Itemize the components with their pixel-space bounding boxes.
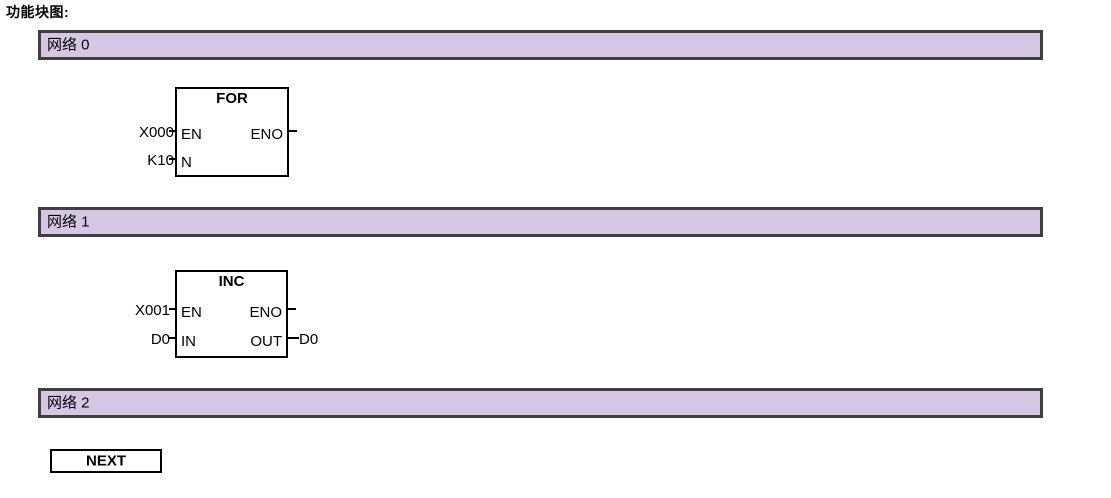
function-block-inc[interactable]: INC EN IN ENO OUT — [175, 270, 288, 358]
function-block-for-title: FOR — [216, 90, 248, 107]
pin-for-en: EN — [181, 126, 202, 143]
pin-for-eno: ENO — [250, 126, 283, 143]
operand-for-en[interactable]: X000 — [138, 124, 174, 141]
pin-for-n: N — [181, 154, 192, 171]
wire-stub-for-eno — [287, 130, 297, 132]
wire-stub-inc-eno — [286, 308, 296, 310]
operand-inc-in[interactable]: D0 — [150, 331, 170, 348]
function-block-inc-title: INC — [218, 273, 245, 290]
pin-inc-en: EN — [181, 304, 202, 321]
page-title: 功能块图: — [6, 4, 70, 20]
pin-inc-in: IN — [181, 333, 196, 350]
wire-stub-inc-en — [169, 308, 177, 310]
function-block-for[interactable]: FOR EN N ENO — [175, 87, 289, 177]
wire-stub-for-en — [169, 130, 177, 132]
network-header-bar-2[interactable]: 网络 2 — [38, 388, 1043, 418]
pin-inc-out: OUT — [250, 333, 282, 350]
operand-inc-out[interactable]: D0 — [299, 331, 319, 348]
pin-inc-eno: ENO — [249, 304, 282, 321]
wire-stub-inc-out — [286, 337, 299, 339]
network-header-bar-0[interactable]: 网络 0 — [38, 30, 1043, 60]
function-block-next[interactable]: NEXT — [50, 449, 162, 473]
function-block-next-title: NEXT — [85, 452, 126, 470]
operand-for-n[interactable]: K10 — [147, 152, 174, 169]
network-label-1: 网络 1 — [47, 213, 90, 231]
wire-stub-inc-in — [169, 337, 177, 339]
wire-stub-for-n — [169, 158, 177, 160]
network-label-2: 网络 2 — [47, 394, 90, 412]
network-label-0: 网络 0 — [47, 36, 90, 54]
operand-inc-en[interactable]: X001 — [134, 302, 170, 319]
network-header-bar-1[interactable]: 网络 1 — [38, 207, 1043, 237]
